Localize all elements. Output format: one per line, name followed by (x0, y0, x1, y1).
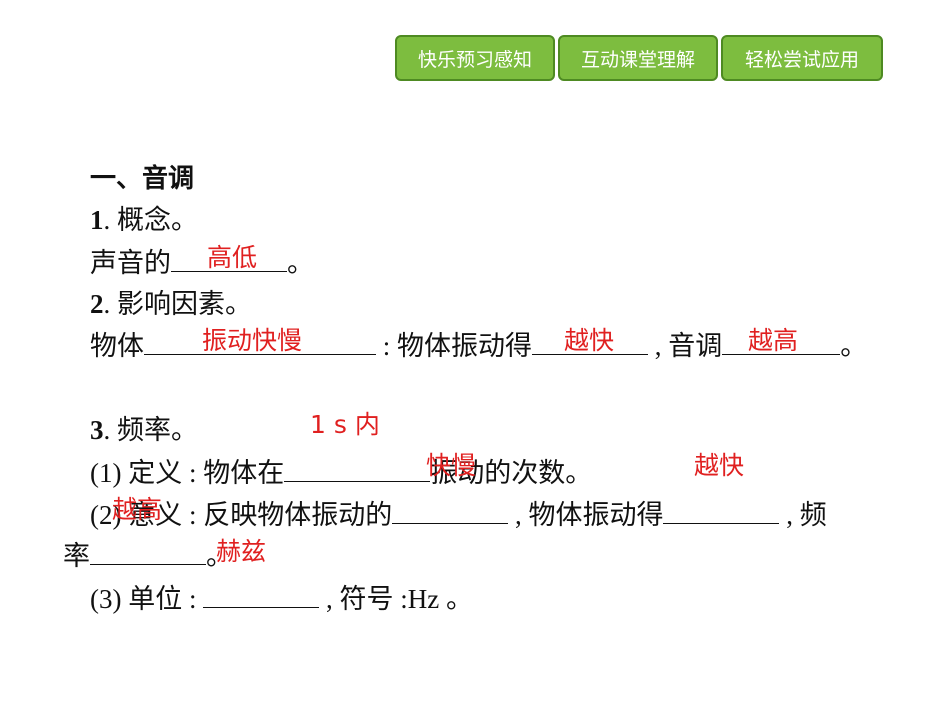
unit-after: , 符号 :Hz 。 (319, 584, 473, 614)
tab-preview[interactable]: 快乐预习感知 (395, 35, 555, 81)
factor-after: 。 (840, 331, 868, 361)
item3-text: . 频率。 (103, 415, 199, 445)
item2-number: 2 (90, 289, 104, 319)
unit-blank (203, 581, 320, 608)
meaning2-before: 率 (63, 541, 90, 571)
factor-blank-2 (532, 328, 649, 355)
item3-number: 3 (90, 415, 104, 445)
meaning-blank-3 (90, 538, 206, 565)
answer-pitch-higher: 越高 (748, 326, 799, 355)
section-heading: 一、音调 (90, 164, 195, 194)
concept-after: 。 (287, 248, 314, 278)
answer-higher-2: 越高 (112, 495, 163, 524)
answer-reflects: 快慢 (426, 451, 477, 480)
meaning-blank-1 (392, 497, 509, 524)
item1-number: 1 (90, 205, 104, 235)
factor-mid1: : 物体振动得 (376, 331, 533, 361)
meaning-mid: , 物体振动得 (508, 500, 664, 530)
unit-before: (3) 单位 : (90, 584, 204, 614)
meaning-blank-2 (663, 497, 780, 524)
meaning2-after: 。 (206, 541, 233, 571)
meaning-line-2: 率。 (63, 538, 233, 573)
definition-after: 振动的次数。 (430, 458, 593, 488)
concept-blank (171, 245, 287, 272)
factor-line: 物体 : 物体振动得 , 音调 。 (90, 328, 867, 363)
item3-title: 3. 频率。 (90, 413, 198, 447)
answer-unit: 赫兹 (216, 537, 267, 566)
factor-blank-1 (144, 328, 376, 355)
answer-pitch-definition: 高低 (207, 243, 258, 272)
definition-blank (284, 455, 431, 482)
unit-line: (3) 单位 : , 符号 :Hz 。 (90, 581, 473, 616)
factor-blank-3 (722, 328, 841, 355)
concept-line: 声音的 。 (90, 245, 314, 280)
meaning-after: , 频 (779, 500, 827, 530)
meaning-line: (2) 意义 : 反映物体振动的 , 物体振动得 , 频 (90, 497, 827, 532)
item2-title: 2. 影响因素。 (90, 287, 252, 321)
definition-line: (1) 定义 : 物体在 振动的次数。 (90, 455, 592, 490)
section-tabs: 快乐预习感知 互动课堂理解 轻松尝试应用 (395, 35, 883, 81)
factor-before: 物体 (90, 331, 144, 361)
answer-vibrate-faster: 越快 (564, 326, 615, 355)
answer-vibration-speed: 振动快慢 (202, 326, 303, 355)
tab-practice[interactable]: 轻松尝试应用 (721, 35, 883, 81)
definition-before: (1) 定义 : 物体在 (90, 458, 285, 488)
answer-faster-2: 越快 (694, 451, 745, 480)
tab-classroom[interactable]: 互动课堂理解 (558, 35, 718, 81)
item2-text: . 影响因素。 (103, 289, 253, 319)
factor-mid2: , 音调 (648, 331, 723, 361)
concept-before: 声音的 (90, 248, 171, 278)
meaning-before: (2) 意义 : 反映物体振动的 (90, 500, 393, 530)
item1-text: . 概念。 (103, 205, 199, 235)
answer-time-unit: 1 s 内 (310, 410, 380, 439)
item1-title: 1. 概念。 (90, 203, 198, 237)
